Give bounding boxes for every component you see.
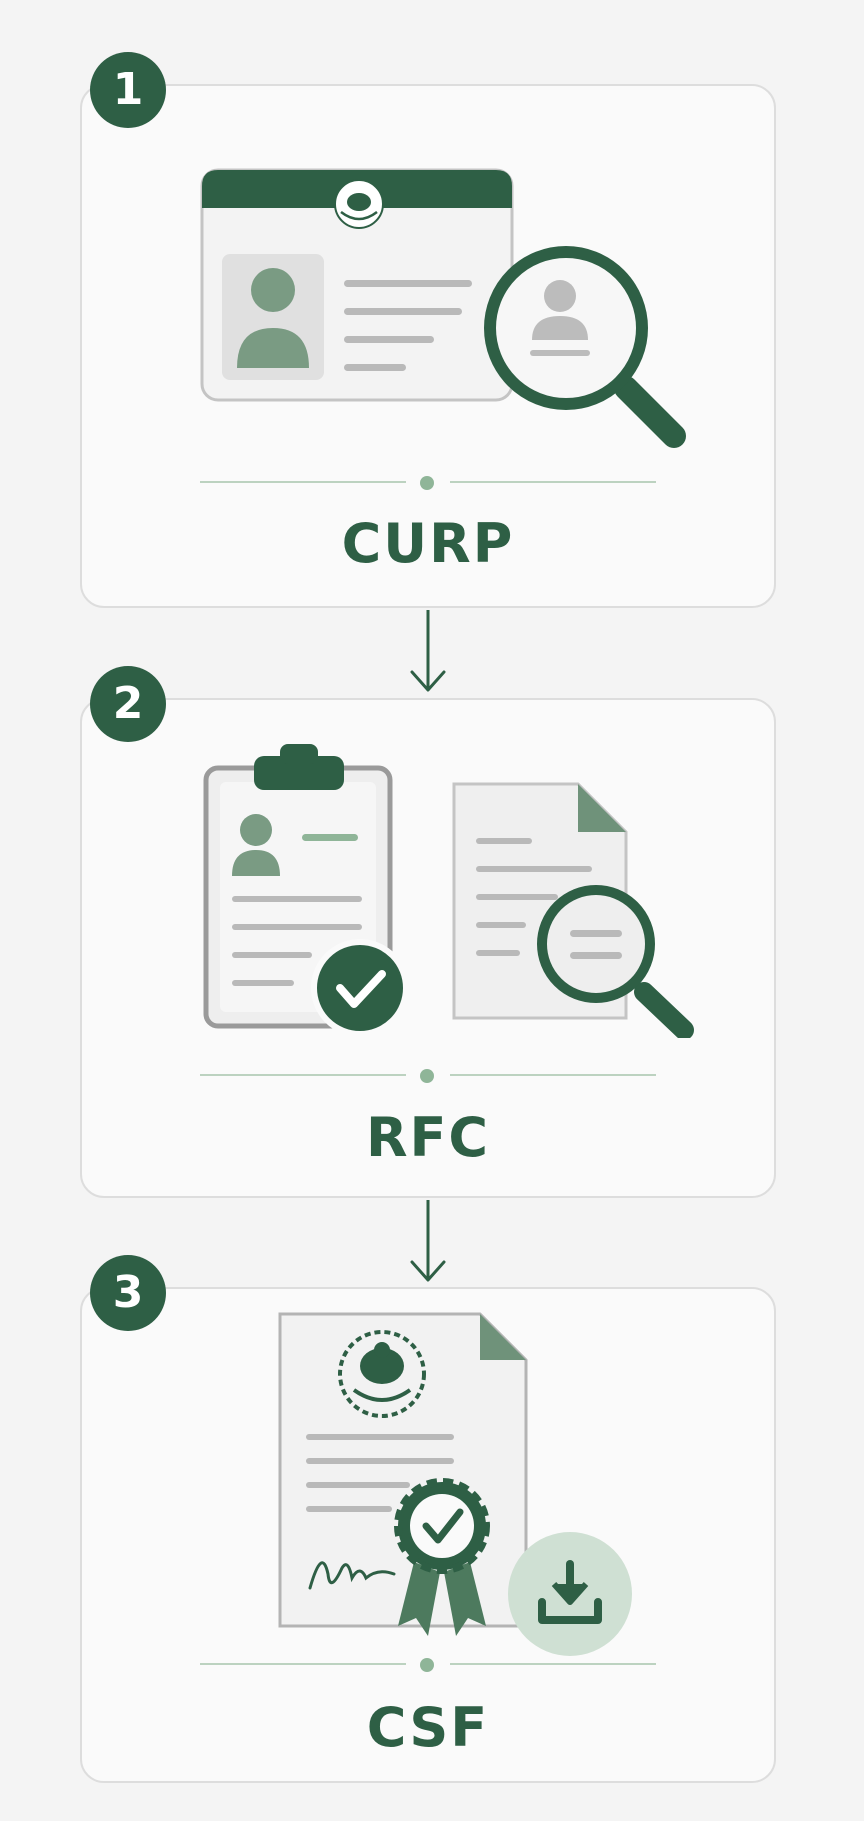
person-avatar-icon <box>232 814 280 876</box>
mexico-seal-icon <box>334 179 384 229</box>
divider <box>200 1069 656 1083</box>
step-label: RFC <box>365 1106 491 1169</box>
step-number-badge: 3 <box>90 1255 166 1331</box>
certificate-document-icon <box>278 1312 528 1628</box>
step-card-rfc <box>80 698 776 1198</box>
curp-illustration <box>200 168 686 448</box>
step-label: CSF <box>366 1696 490 1759</box>
award-ribbon-icon <box>394 1478 490 1636</box>
magnifying-glass-icon <box>484 246 686 448</box>
mexico-seal-icon <box>338 1330 426 1418</box>
signature-icon <box>308 1561 396 1590</box>
step-label: CURP <box>341 512 515 575</box>
divider <box>200 1658 656 1672</box>
download-icon <box>508 1532 632 1656</box>
rfc-illustration <box>203 744 694 1038</box>
step-number-badge: 1 <box>90 52 166 128</box>
csf-illustration <box>278 1312 632 1656</box>
magnifying-glass-icon <box>537 885 694 1038</box>
check-circle-icon <box>311 939 409 1037</box>
divider <box>200 476 656 490</box>
id-card-icon <box>200 168 514 402</box>
arrow-down-icon <box>410 610 446 692</box>
arrow-down-icon <box>410 1200 446 1282</box>
step-number-badge: 2 <box>90 666 166 742</box>
person-avatar-icon <box>237 268 309 368</box>
